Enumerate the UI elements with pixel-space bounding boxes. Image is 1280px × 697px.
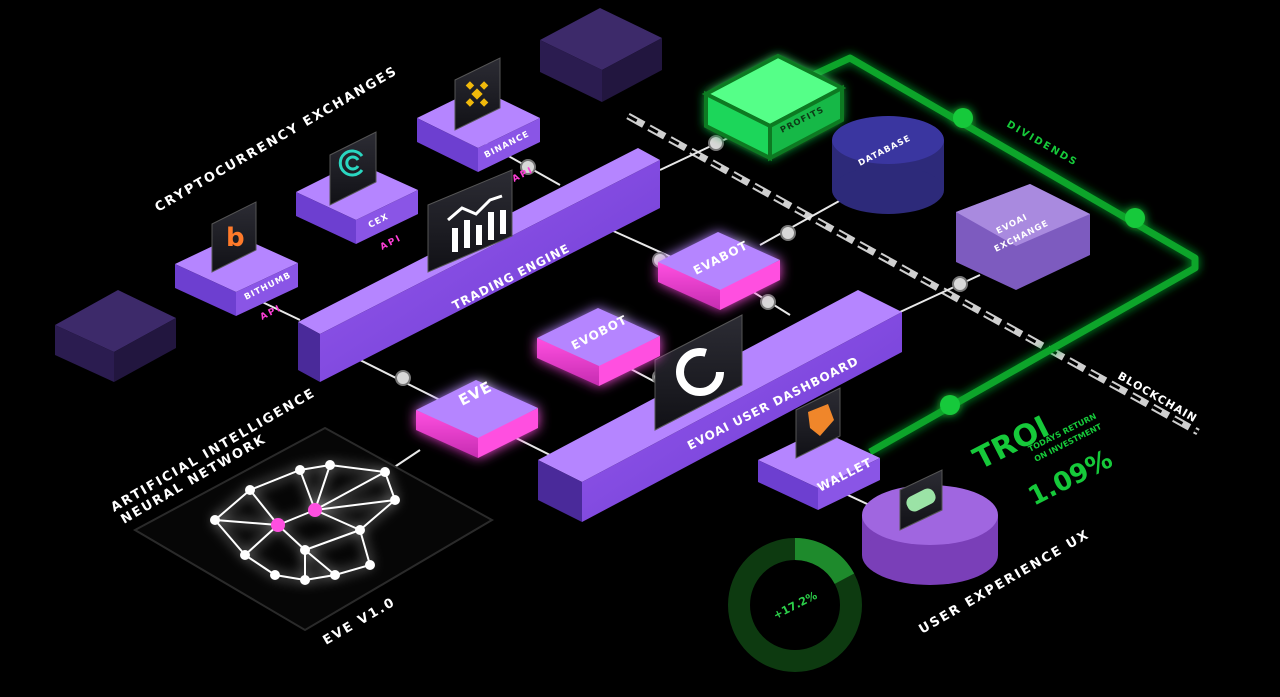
ux-game-cylinder[interactable] <box>862 469 998 585</box>
background-block-left <box>55 290 176 382</box>
neural-network-nodes <box>210 460 400 585</box>
metamask-fox-icon <box>808 404 834 436</box>
api-label-cex: API <box>379 233 404 252</box>
profits-block[interactable]: PROFITS <box>701 53 847 162</box>
donut-screen-icon <box>654 314 743 431</box>
evobot-block[interactable]: EVOBOT <box>537 308 660 386</box>
bithumb-icon: b <box>226 223 245 253</box>
background-block-top <box>540 8 662 102</box>
exchange-binance[interactable]: BINANCE <box>417 57 540 172</box>
exchange-bithumb[interactable]: b BITHUMB <box>175 201 298 316</box>
eve-block[interactable]: EVE <box>416 378 538 458</box>
evoai-exchange-block[interactable]: EVOAI EXCHANGE <box>956 184 1090 290</box>
wallet-block[interactable]: WALLET <box>758 387 880 510</box>
dividends-node <box>1125 208 1145 228</box>
blockchain-chain <box>626 112 1200 436</box>
chart-screen-icon <box>427 169 513 273</box>
dividends-node <box>953 108 973 128</box>
dividends-node <box>940 395 960 415</box>
blockchain-label: BLOCKCHAIN <box>1116 369 1200 425</box>
roi-donut: +17.2% <box>728 538 862 672</box>
neural-network-panel <box>132 426 495 632</box>
cex-icon <box>338 149 364 177</box>
dividends-path <box>768 54 1199 456</box>
donut-value-label: +17.2% <box>771 589 819 622</box>
dividends-label: DIVIDENDS <box>1005 119 1080 169</box>
exchange-cex[interactable]: CEX <box>296 131 418 244</box>
gamepad-icon <box>906 488 936 512</box>
database-cylinder[interactable]: DATABASE <box>832 116 944 214</box>
roi-readout: TROI TODAYS RETURN ON INVESTMENT 1.09% <box>968 410 1118 513</box>
evabot-block[interactable]: EVABOT <box>658 232 780 310</box>
